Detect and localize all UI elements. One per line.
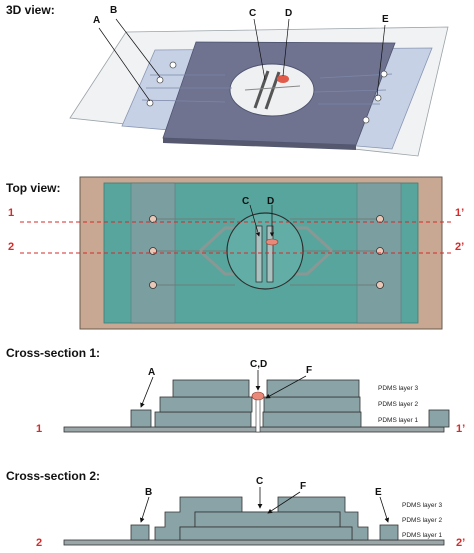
leader-e-3d [376, 24, 386, 97]
marker-1p-top: 1’ [455, 207, 464, 219]
cs1-arrow-a [140, 376, 154, 408]
top-droplet [265, 238, 279, 246]
label-d-3d: D [285, 8, 292, 19]
marker-2-top: 2 [8, 241, 14, 253]
cs1-arrow-f [265, 375, 307, 399]
droplet-3d [277, 75, 289, 83]
cs2-layer2-center [194, 511, 341, 528]
leader-d-3d [282, 18, 290, 77]
cs2-label-c: C [256, 476, 263, 487]
slab-edge [163, 138, 356, 150]
cs1-droplet [251, 391, 265, 401]
panel-3d-view: 3D view: A B C D E [6, 3, 449, 157]
port-3d-5 [374, 94, 382, 102]
cs1-layer1-left [154, 411, 252, 428]
leader-c-3d [253, 18, 266, 81]
cs2-right-block [379, 524, 399, 541]
cs1-label-f: F [306, 365, 312, 376]
electrode-right [264, 71, 281, 110]
cs2-marker-2: 2 [36, 537, 42, 549]
port-3d-3 [146, 99, 154, 107]
cs1-left-block [130, 409, 152, 428]
cs2-marker-2p: 2’ [456, 537, 465, 549]
label-a-3d: A [93, 15, 100, 26]
top-electrode-right [266, 225, 274, 283]
leader-a-3d [98, 27, 151, 102]
heading-cross-section-2: Cross-section 2: [6, 469, 100, 483]
label-c-3d: C [249, 8, 256, 19]
cs1-glass [63, 426, 445, 433]
top-port-6 [376, 281, 384, 289]
electrode-left [253, 70, 270, 109]
cs2-label-e: E [375, 487, 382, 498]
port-3d-6 [362, 116, 370, 124]
cs1-layer2-left [159, 396, 253, 413]
chamber-channel [244, 85, 301, 91]
cs1-right-block [428, 409, 450, 428]
label-b-3d: B [110, 5, 117, 16]
cs2-layer2-label: PDMS layer 2 [402, 517, 442, 524]
cs2-left-block [130, 524, 150, 541]
marker-1-top: 1 [8, 207, 14, 219]
cs1-label-cd: C,D [250, 359, 267, 370]
panel-cross-section-2: Cross-section 2: B C F E PDMS layer 3 PD… [6, 469, 465, 549]
leader-b-3d [115, 18, 161, 78]
cs2-label-b: B [145, 487, 152, 498]
cs2-layer1-label: PDMS layer 1 [402, 532, 442, 539]
cs1-label-a: A [148, 367, 155, 378]
cs2-glass [63, 539, 445, 546]
cs2-arrow-e [379, 496, 390, 523]
panel-cross-section-1: Cross-section 1: A C,D F PDMS layer 3 PD… [6, 346, 465, 435]
cs2-arrow-b [139, 496, 150, 523]
top-chamber [226, 212, 304, 290]
leader-c-top [249, 204, 261, 237]
top-port-1 [149, 215, 157, 223]
cs1-layer3-label: PDMS layer 3 [378, 385, 418, 392]
port-3d-1 [169, 61, 177, 69]
top-port-3 [149, 281, 157, 289]
marker-2p-top: 2’ [455, 241, 464, 253]
cs2-arrow-f [267, 491, 301, 514]
label-e-3d: E [382, 14, 389, 25]
cs1-layer2-label: PDMS layer 2 [378, 401, 418, 408]
cs1-layer3-left [172, 379, 250, 398]
label-c-top: C [242, 196, 249, 207]
side-channels-right [313, 73, 393, 105]
cs1-marker-1p: 1’ [456, 423, 465, 435]
label-d-top: D [267, 196, 274, 207]
top-channels-right [290, 218, 380, 286]
cs1-layer2-right [263, 396, 361, 413]
port-3d-2 [156, 76, 164, 84]
top-port-4 [376, 215, 384, 223]
cs1-channel [255, 396, 261, 433]
heading-3d-view: 3D view: [6, 3, 55, 17]
cs1-layer1-label: PDMS layer 1 [378, 417, 418, 424]
heading-top-view: Top view: [6, 181, 60, 195]
top-channels-left [153, 218, 235, 286]
cs2-label-f: F [300, 481, 306, 492]
cs2-layer3-label: PDMS layer 3 [402, 502, 442, 509]
cs1-layer3-right [266, 379, 360, 398]
cs2-layer1-center [179, 526, 353, 541]
side-channels-left [141, 74, 232, 103]
top-electrode-left [255, 225, 263, 283]
heading-cross-section-1: Cross-section 1: [6, 346, 100, 360]
port-3d-4 [380, 70, 388, 78]
panel-top-view: Top view: 1 1’ 2 2’ C D [6, 176, 464, 330]
cs1-marker-1: 1 [36, 423, 42, 435]
cs1-layer1-right [262, 411, 362, 428]
